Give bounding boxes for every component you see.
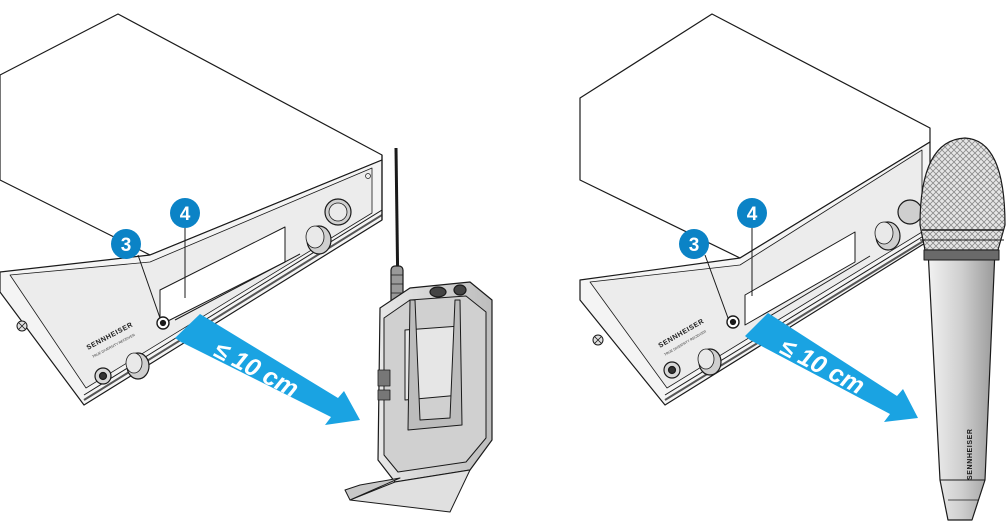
callout-4-right: 4 [737, 198, 767, 228]
receiver-unit-left [0, 13, 383, 406]
leader-line-3-left [137, 254, 161, 319]
callout-4-left: 4 [170, 198, 200, 228]
bodypack-transmitter-icon [344, 147, 493, 513]
handheld-microphone-icon [919, 137, 1006, 521]
leader-line-3-right [704, 254, 729, 319]
distance-label-right: ≤ 10 cm [775, 333, 869, 401]
svg-text:3: 3 [121, 235, 132, 256]
callout-3-right: 3 [679, 229, 709, 259]
distance-arrow-right [745, 313, 918, 422]
callout-3-left: 3 [111, 229, 141, 259]
svg-text:4: 4 [747, 204, 758, 225]
right-scene: SENNHEISER TRUE DIVERSITY RECEIVER ≤ 10 … [579, 13, 1006, 521]
distance-arrow-left [175, 314, 360, 425]
brand-logo-mic: SENNHEISER [967, 428, 974, 480]
left-scene: SENNHEISER TRUE DIVERSITY RECEIVER ≤ 10 … [0, 13, 493, 513]
svg-text:4: 4 [180, 204, 191, 225]
svg-text:3: 3 [689, 235, 700, 256]
